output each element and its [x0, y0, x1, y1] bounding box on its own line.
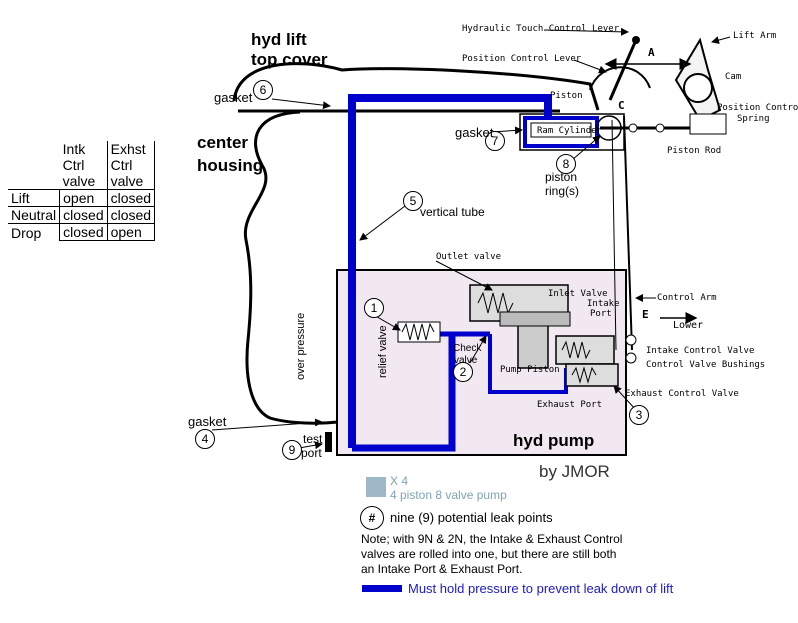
row-intake: open: [59, 189, 108, 207]
position-lever-label: Position Control Lever: [462, 54, 582, 64]
credit: by JMOR: [539, 462, 610, 481]
lift-arm-label: Lift Arm: [733, 31, 777, 41]
leak-point-7: 7: [485, 131, 505, 151]
legend-note-1: Note; with 9N & 2N, the Intake & Exhaust…: [361, 532, 623, 546]
exhaust-port-label: Exhaust Port: [537, 400, 603, 410]
test-port-label-2: port: [301, 446, 322, 460]
table-header-intake: Intk Ctrl valve: [59, 141, 108, 190]
row-exhaust: closed: [106, 206, 156, 224]
check-valve-label-1: Check: [453, 343, 482, 354]
lower-label: Lower: [673, 320, 704, 331]
table-row: Lift open closed: [8, 189, 156, 207]
piston-ring-label-1: piston: [545, 170, 578, 184]
gasket-piston-label: gasket: [455, 125, 494, 140]
leak-point-2: 2: [453, 362, 473, 382]
touch-lever: [608, 39, 638, 101]
position-spring-label-2: Spring: [737, 114, 770, 124]
top-cover-outline: [232, 62, 600, 111]
piston-rod-label: Piston Rod: [667, 146, 722, 156]
center-housing-outline: [243, 110, 339, 425]
pump-piston-label: Pump Piston: [500, 365, 560, 375]
pump-label: hyd pump: [513, 431, 595, 450]
intake-control-valve: [555, 335, 615, 365]
legend-x4: X 4: [390, 474, 409, 488]
legend-pump-type: 4 piston 8 valve pump: [390, 488, 507, 502]
cam: [683, 73, 713, 103]
row-intake: closed: [59, 223, 108, 241]
legend-leak-points: nine (9) potential leak points: [390, 510, 553, 525]
gasket-bottom-label: gasket: [188, 414, 227, 429]
table-corner: [8, 141, 60, 190]
leak-point-legend-symbol: #: [360, 506, 384, 530]
table-row: Drop closed open: [8, 223, 156, 241]
housing-line1: center: [197, 133, 249, 152]
header-exhaust-l1: Exhst: [110, 141, 146, 157]
row-mode: Neutral: [8, 206, 61, 224]
check-valve-label-2: valve: [454, 355, 478, 366]
position-spring-label-1: Position Control: [717, 103, 798, 113]
pressure-legend-bar: [362, 585, 402, 592]
pressure-tube: [348, 94, 552, 448]
legend-note-3: an Intake Port & Exhaust Port.: [361, 562, 523, 576]
leak-point-4: 4: [195, 429, 215, 449]
position-lever-arc: [589, 66, 651, 91]
leak-point-6: 6: [253, 80, 273, 100]
header-intake-l2: Ctrl: [62, 157, 85, 173]
table-row: Neutral closed closed: [8, 206, 156, 224]
control-arm-label: Control Arm: [657, 293, 717, 303]
table-header-exhaust: Exhst Ctrl valve: [106, 141, 156, 190]
legend-pressure: Must hold pressure to prevent leak down …: [408, 581, 674, 596]
header-exhaust-l3: valve: [110, 173, 144, 189]
vertical-tube-label: vertical tube: [420, 205, 485, 219]
bushings-label: Control Valve Bushings: [646, 360, 766, 370]
header-exhaust-l2: Ctrl: [110, 157, 133, 173]
leak-point-3: 3: [629, 405, 649, 425]
title-line1: hyd lift: [251, 30, 307, 49]
leak-point-8: 8: [556, 154, 576, 174]
leak-point-9: 9: [282, 440, 302, 460]
row-exhaust: open: [106, 223, 156, 241]
relief-valve-label-2: relief valve: [377, 325, 389, 378]
relief-valve-label-1: over pressure: [295, 312, 307, 380]
intake-port-label-1: Intake: [587, 299, 620, 309]
intake-control-label: Intake Control Valve: [646, 346, 755, 356]
letter-c: C: [618, 99, 625, 112]
exhaust-control-label: Exhaust Control Valve: [625, 389, 739, 399]
test-port-label-1: test: [303, 432, 323, 446]
pump-piston: [517, 321, 549, 369]
housing-line2: housing: [197, 156, 264, 175]
piston-ring-label-2: ring(s): [545, 184, 580, 198]
intake-port-label-2: Port: [590, 309, 612, 319]
leak-point-5: 5: [403, 191, 423, 211]
title-line2: top cover: [251, 50, 328, 69]
inlet-valve-label: Inlet Valve: [548, 289, 608, 299]
row-mode: Drop: [8, 223, 61, 241]
row-intake: closed: [59, 206, 108, 224]
piston-label: Piston: [550, 91, 583, 101]
leak-point-1: 1: [364, 298, 384, 318]
letter-a: A: [648, 46, 655, 59]
position-spring: [689, 113, 727, 135]
row-exhaust: closed: [106, 189, 156, 207]
outlet-valve-label: Outlet valve: [436, 252, 502, 262]
exhaust-control-valve: [565, 363, 619, 387]
row-mode: Lift: [8, 189, 61, 207]
control-arm: [623, 115, 633, 351]
ram-cylinder-label: Ram Cylinder: [537, 126, 603, 136]
gasket-top-label: gasket: [214, 90, 253, 105]
legend-note-2: valves are rolled into one, but there ar…: [361, 547, 617, 561]
touch-lever-label: Hydraulic Touch Control Lever: [462, 24, 620, 34]
header-intake-l3: valve: [62, 173, 96, 189]
test-port: [325, 432, 332, 452]
cam-label: Cam: [725, 72, 742, 82]
valve-table: Intk Ctrl valve Exhst Ctrl valve Lift op…: [8, 141, 156, 241]
x4-legend-box: [366, 477, 386, 497]
letter-e: E: [642, 308, 649, 321]
header-intake-l1: Intk: [62, 141, 86, 157]
